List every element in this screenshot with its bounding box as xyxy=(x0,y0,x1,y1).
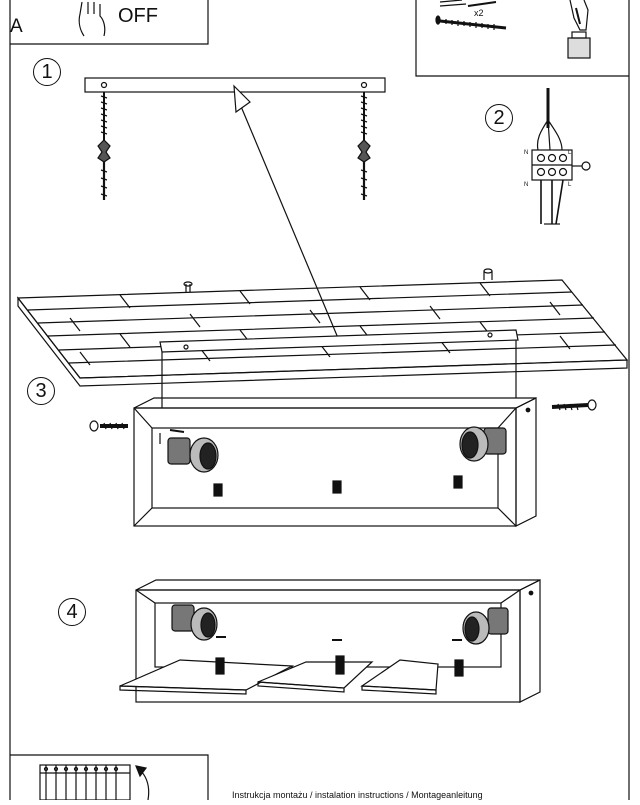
power-off-box xyxy=(10,0,209,45)
switch-on-arrow-icon xyxy=(135,765,150,801)
earth-symbol-icon xyxy=(572,161,591,171)
svg-text:L: L xyxy=(568,150,572,156)
circuit-breaker-icon xyxy=(39,764,131,801)
step-1-number: 1 xyxy=(33,58,61,86)
step3-right-screw xyxy=(551,399,597,411)
step4-diffuser-panels xyxy=(119,659,439,695)
step1-left-screw-plug xyxy=(97,92,111,200)
step2-wiring-diagram: N L N L xyxy=(524,88,591,225)
screw-icon xyxy=(435,15,507,30)
step-4-number: 4 xyxy=(58,598,86,626)
step4-right-spotlight xyxy=(462,607,509,645)
terminal-block-icon xyxy=(567,0,591,59)
svg-text:L: L xyxy=(568,182,572,188)
quantity-label: x2 xyxy=(474,8,484,18)
parts-box xyxy=(415,0,629,77)
footer-caption: Instrukcja montażu / instalation instruc… xyxy=(232,790,483,800)
step3-left-screw xyxy=(89,420,128,432)
step3-ceiling-panel xyxy=(16,268,629,387)
hand-icon xyxy=(78,1,106,37)
svg-text:N: N xyxy=(524,182,528,188)
step1-placement-arrow xyxy=(233,84,339,339)
step3-fixture-frame xyxy=(133,397,537,527)
page-border xyxy=(9,0,630,800)
off-label: OFF xyxy=(118,5,158,27)
step1-right-screw-plug xyxy=(357,92,371,200)
step3-right-spotlight xyxy=(459,426,507,462)
step-2-number: 2 xyxy=(485,104,513,132)
wall-plug-icon xyxy=(439,0,497,7)
step3-socket-pins xyxy=(213,475,463,497)
connector-block xyxy=(531,149,573,181)
step-3-number: 3 xyxy=(27,377,55,405)
svg-text:N: N xyxy=(524,150,528,156)
step4-left-spotlight xyxy=(171,604,218,641)
step3-left-spotlight xyxy=(167,429,219,473)
step3-mounting-bar xyxy=(159,329,519,408)
breaker-box xyxy=(10,754,209,800)
corner-letter: A xyxy=(10,16,23,37)
step4-socket-pins xyxy=(215,636,464,677)
